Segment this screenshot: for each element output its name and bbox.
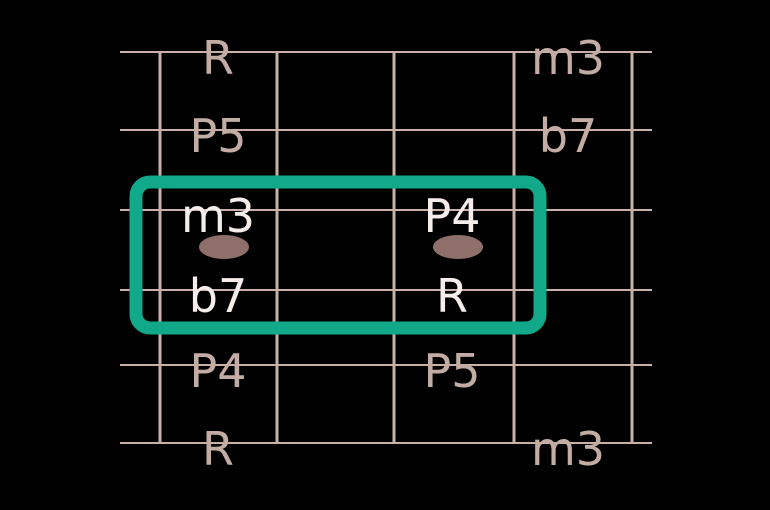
interval-label: P4: [189, 344, 246, 398]
interval-label: R: [202, 422, 234, 476]
strings: [120, 51, 652, 444]
finger-dot-2: [433, 235, 483, 259]
interval-label: b7: [189, 269, 247, 323]
interval-label: P5: [423, 344, 480, 398]
interval-label: P4: [423, 189, 480, 243]
dots: [199, 235, 483, 259]
interval-label: P5: [189, 109, 246, 163]
frets: [158, 52, 634, 443]
interval-label: m3: [181, 189, 255, 243]
highlight-box: [129, 175, 547, 335]
interval-label: R: [436, 269, 468, 323]
finger-dot-1: [199, 235, 249, 259]
interval-label: R: [202, 31, 234, 85]
interval-label: b7: [539, 109, 597, 163]
highlight-box-group: [129, 175, 547, 335]
interval-label: m3: [531, 422, 605, 476]
interval-label: m3: [531, 31, 605, 85]
